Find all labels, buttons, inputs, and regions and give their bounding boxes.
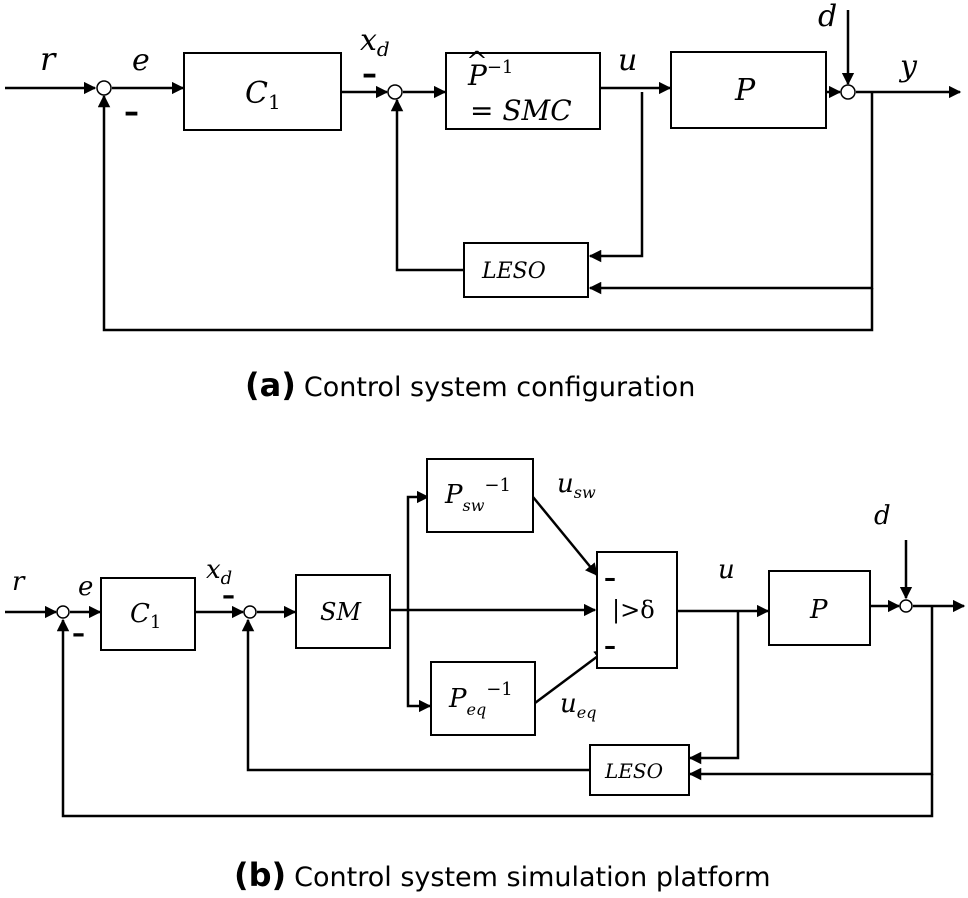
wire-b-sm-to-peq <box>406 610 432 713</box>
block-b-c1 <box>100 577 196 651</box>
wire-a-u-to-leso <box>588 92 644 263</box>
caption-b: (b)Control system simulation platform <box>234 856 771 894</box>
minus-b-sum1: – <box>72 619 85 649</box>
caption-a: (a)Control system configuration <box>245 366 695 404</box>
signal-b-ueq: ueq <box>560 689 596 722</box>
wire-b-u-to-leso <box>688 611 740 765</box>
signal-b-u: u <box>718 555 735 585</box>
label-b-plant: P <box>809 595 828 625</box>
sum-junction-a2 <box>387 84 403 100</box>
label-b-switch: |>δ <box>612 596 655 625</box>
wire-b-psw-to-switch <box>532 496 598 576</box>
block-b-switch <box>596 551 678 669</box>
signal-b-r: r <box>12 567 26 597</box>
sum-junction-a3 <box>840 84 856 100</box>
minus-b-switch-top: – <box>604 564 616 592</box>
block-b-peq <box>430 661 536 736</box>
label-b-sm: SM <box>320 598 362 626</box>
block-b-leso <box>589 744 690 796</box>
wire-b-sm-to-psw <box>406 490 430 610</box>
sum-junction-a1 <box>96 80 112 96</box>
label-b-psw: Psw−1 <box>444 475 511 515</box>
signal-a-e: e <box>132 43 150 78</box>
block-b-sm <box>295 574 391 649</box>
signal-a-d: d <box>818 0 837 34</box>
signal-b-xd: xd <box>206 555 232 589</box>
signal-a-r: r <box>40 40 57 78</box>
signal-b-usw: usw <box>557 469 596 502</box>
block-b-plant <box>768 570 871 646</box>
wire-a-leso-to-sum2 <box>390 98 464 272</box>
minus-b-switch-bottom: – <box>604 632 616 660</box>
sum-junction-b2 <box>243 605 257 619</box>
label-b-leso: LESO <box>604 759 663 783</box>
signal-a-y: y <box>898 49 918 84</box>
diagram-a: C1 ^ P−1 = SMC P LESO r e xd u d y – – (… <box>5 0 962 404</box>
label-a-leso: LESO <box>481 259 546 284</box>
minus-a-sum1: – <box>124 95 139 130</box>
signal-a-xd: xd <box>360 23 390 61</box>
minus-a-sum2: – <box>362 57 377 92</box>
label-a-smc-inverse: P−1 <box>467 57 513 92</box>
signal-a-u: u <box>618 43 637 78</box>
block-b-psw <box>426 458 534 533</box>
hat-a-smc: ^ <box>466 47 488 77</box>
label-a-plant: P <box>734 73 756 108</box>
block-a-leso <box>463 242 589 298</box>
wire-a-outer-feedback <box>97 94 874 332</box>
wire-b-peq-to-switch <box>534 648 608 705</box>
block-a-smc <box>445 52 601 130</box>
wire-b-outer-feedback <box>56 618 934 818</box>
signal-b-e: e <box>78 572 93 602</box>
block-a-plant <box>670 51 827 129</box>
block-a-c1 <box>183 52 342 131</box>
label-b-peq: Peq−1 <box>448 679 513 719</box>
label-a-c1: C1 <box>245 76 281 114</box>
signal-b-d: d <box>874 501 891 531</box>
label-a-smc: = SMC <box>470 94 572 127</box>
sum-junction-b3 <box>899 599 913 613</box>
sum-junction-b1 <box>56 605 70 619</box>
label-b-c1: C1 <box>130 599 161 633</box>
minus-b-sum2: – <box>222 581 235 611</box>
diagram-b: C1 SM Psw−1 Peq−1 |>δ P LESO r e xd usw … <box>5 458 966 894</box>
wire-b-leso-to-sum2 <box>241 618 589 772</box>
